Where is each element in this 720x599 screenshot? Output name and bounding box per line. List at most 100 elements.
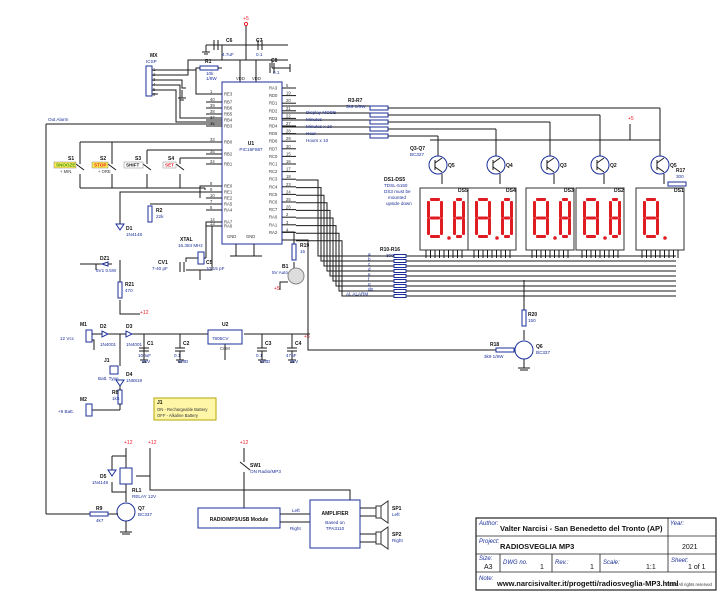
mcu-right-pin-number: 3 <box>286 220 289 225</box>
title-block: Author: Valter Narcisi - San Benedetto d… <box>475 517 717 591</box>
r9-ref: R9 <box>96 506 103 512</box>
scale-value: 1:1 <box>646 564 656 571</box>
c5-ref: C5 <box>206 260 213 266</box>
dz1-val: 5V1 0.5W <box>96 268 117 273</box>
segment-label: c <box>368 262 371 267</box>
dline-3: Hour <box>306 131 316 136</box>
mcu-right-pin-name: RA2 <box>269 230 278 235</box>
transistor-ref: Q2 <box>610 163 617 169</box>
mcu-right-pin-name: RC0 <box>269 154 278 159</box>
digit-resistor <box>369 105 389 111</box>
ds-ref: DS1-DS5 <box>384 177 405 183</box>
copyright-text: ©2021 All rights reserved <box>665 582 713 587</box>
b1-val: 5V Auto <box>272 270 289 275</box>
buzzer-b1 <box>287 267 305 285</box>
c2-val2: SMD <box>178 359 189 364</box>
display-segment <box>559 201 562 218</box>
r18-val: 3k9 1/8W <box>484 354 504 359</box>
c4-val: 47uF <box>286 353 297 358</box>
m2-ref: M2 <box>80 397 87 403</box>
mcu-left-pin-name: RB1 <box>224 162 233 167</box>
q3q7-val: BC327 <box>410 152 424 157</box>
segment-label: g <box>368 282 371 287</box>
mcu-right-pin-name: RD5 <box>269 131 278 136</box>
mcu-left-pin-number: 34 <box>210 159 215 164</box>
seven-segment-display: DS1 <box>635 187 685 258</box>
display-segment <box>568 201 571 218</box>
mcu-left-pin-number: 39 <box>210 103 215 108</box>
out-alarm-label: Out Alarm <box>48 117 69 122</box>
transistor-ref: Q3 <box>560 163 567 169</box>
top-supply: +5 C6 4.7uF C7 0.1 C8 0.1 R1 10k 1/8W <box>195 16 291 95</box>
r1-ref: R1 <box>205 59 212 65</box>
m1-connector <box>85 329 93 343</box>
transistor-symbol <box>428 155 448 175</box>
q6-val: BC337 <box>536 350 550 355</box>
mcu-part: PIC16F887 <box>239 147 263 152</box>
j1-jumper[interactable] <box>109 365 119 375</box>
display-segment <box>430 198 440 201</box>
r2-body <box>147 205 153 223</box>
segment-label: dp <box>368 287 374 292</box>
rl1-ref: RL1 <box>132 488 142 494</box>
segment-resistor <box>393 259 407 263</box>
sheet-value: 1 of 1 <box>688 564 706 571</box>
display-segment <box>475 218 478 235</box>
dwg-label: DWG no. <box>503 560 528 566</box>
icsp-body <box>145 65 153 97</box>
segment-label: Al. ALARM <box>346 292 368 297</box>
display-segment <box>562 198 568 201</box>
display-segment <box>559 218 562 235</box>
relay-section: +12 +12 D5 1N4148 RL1 RELAY 12V Q7 BC337… <box>46 440 244 535</box>
buzzer-section: R19 15 B1 5V Auto +5 <box>272 231 309 292</box>
r2-val: 22k <box>156 214 164 219</box>
mcu-right-pin-number: 2 <box>286 212 289 217</box>
note-value[interactable]: www.narcisivalter.it/progetti/radiosvegl… <box>496 579 678 588</box>
r9-body <box>89 511 109 517</box>
display-segment <box>427 218 430 235</box>
digit-resistor <box>369 126 389 132</box>
mcu-right-pin-number: 16 <box>286 159 291 164</box>
q6-symbol <box>514 340 534 360</box>
dz1-symbol <box>100 261 109 267</box>
vcc-12v-alarm: +12 <box>140 310 149 316</box>
u2-regulator <box>207 329 243 345</box>
segment-resistor <box>393 269 407 273</box>
note-label: Note: <box>479 576 494 582</box>
digit-resistor <box>369 133 389 139</box>
mcu-right-pin-number: 30 <box>286 144 291 149</box>
mcu-right-pin-number: 29 <box>286 136 291 141</box>
vcc-12v-relay1: +12 <box>124 440 133 446</box>
display-segment <box>562 216 568 220</box>
project-value: RADIOSVEGLIA MP3 <box>500 542 574 551</box>
c4-val2: 25V <box>290 359 299 364</box>
button-label: SHIFT <box>126 163 139 168</box>
display-segment <box>586 216 596 220</box>
segment-label: b <box>368 257 371 262</box>
mcu-right-pin-number: 24 <box>286 189 291 194</box>
display-segment <box>643 201 646 218</box>
digit-resistor <box>369 119 389 125</box>
q6-ref: Q6 <box>536 344 543 350</box>
segment-wire <box>296 187 676 262</box>
dz1-ref: DZ1 <box>100 256 110 262</box>
segment-resistor <box>393 284 407 288</box>
display-ref: DS2 <box>614 188 624 194</box>
mcu-right-pin-name: RC2 <box>269 169 278 174</box>
d3-val: 1N4001 <box>126 342 143 347</box>
mcu-right-pin-number: 18 <box>286 174 291 179</box>
icsp-label: ICSP <box>146 59 157 64</box>
mcu-right-pin-number: 5 <box>286 83 289 88</box>
r8-ref: R8 <box>112 390 119 396</box>
j1-val: Batt. Type <box>98 376 119 381</box>
